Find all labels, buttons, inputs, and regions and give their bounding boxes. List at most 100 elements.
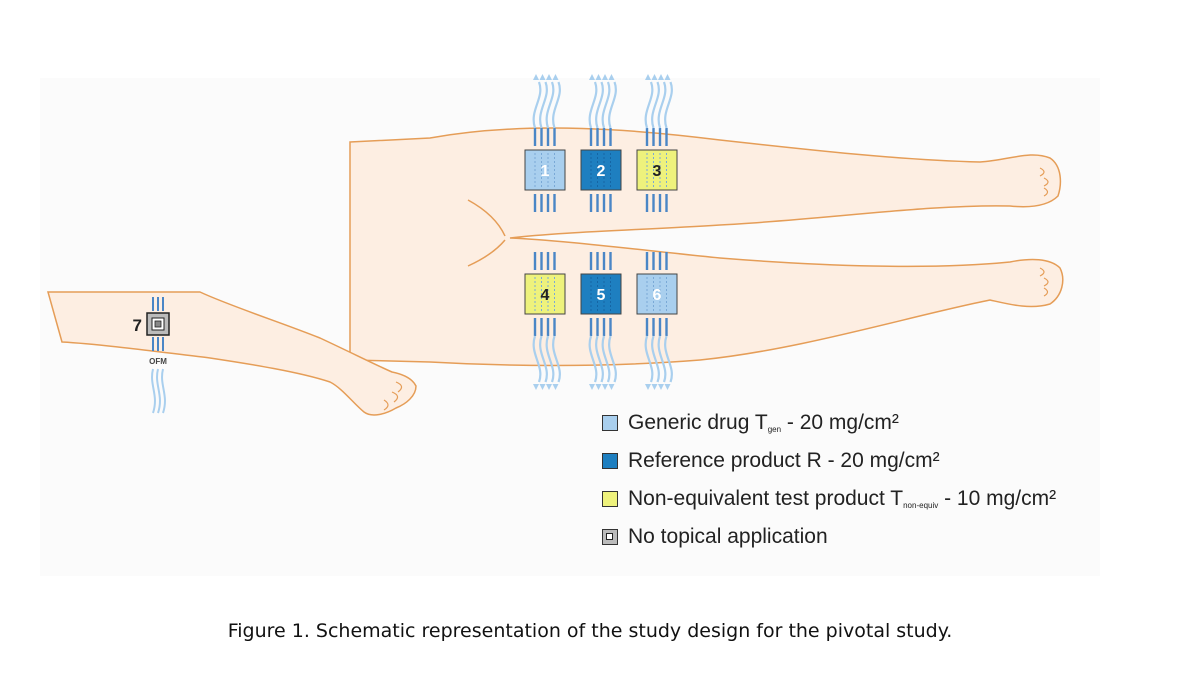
leg-inner-line-bottom <box>467 239 506 267</box>
probe-tubing <box>588 81 598 129</box>
probe-tubing <box>644 335 654 383</box>
site-square <box>580 273 622 315</box>
probe-arrow <box>589 74 595 80</box>
leg-inner-line-top <box>467 199 506 237</box>
site-probes <box>532 74 561 212</box>
toes-top <box>1039 167 1049 197</box>
probe-arrow <box>658 74 664 80</box>
probe-arrow <box>602 74 608 80</box>
probe-arrow <box>645 74 651 80</box>
probe-tubing <box>601 81 611 129</box>
probe-tubing <box>664 335 673 383</box>
legend: Generic drug Tgen - 20 mg/cm² Reference … <box>602 404 1056 556</box>
probe-tubing <box>595 335 604 383</box>
probe-tubing <box>595 81 604 129</box>
legend-swatch-generic <box>602 415 618 431</box>
probe-tubing <box>588 335 598 383</box>
probe-arrow <box>651 384 658 390</box>
legend-label-none: No topical application <box>628 525 828 548</box>
toes-bottom <box>1039 267 1049 297</box>
legend-row-none: No topical application <box>602 518 1056 556</box>
site-probes <box>588 74 617 212</box>
figure-caption: Figure 1. Schematic representation of th… <box>227 620 953 642</box>
probe-tubing <box>532 81 542 129</box>
legend-label-generic: Generic drug Tgen - 20 mg/cm² <box>628 411 899 434</box>
site-number: 4 <box>541 287 550 304</box>
probe-tubing <box>552 81 561 129</box>
application-site-2: 2 <box>580 149 622 191</box>
probe-tubing <box>651 335 660 383</box>
probe-tubing <box>601 335 611 383</box>
probe-tubing <box>532 335 542 383</box>
probe-tubing <box>539 335 548 383</box>
probe-arrow <box>608 74 615 80</box>
site-probes <box>532 252 561 390</box>
probe-arrow <box>539 74 546 80</box>
application-site-5: 5 <box>580 273 622 315</box>
probe-arrow <box>595 74 602 80</box>
probe-arrow <box>595 384 602 390</box>
site-number: 3 <box>653 163 662 180</box>
probe-tubing <box>156 368 161 414</box>
probe-tubing <box>651 81 660 129</box>
site-number: 2 <box>597 163 606 180</box>
probe-tubing <box>151 368 156 414</box>
site-number: 7 <box>133 316 142 335</box>
probe-arrow <box>552 384 559 390</box>
site-number: 1 <box>541 163 550 180</box>
legend-swatch-reference <box>602 453 618 469</box>
probe-tubing <box>657 335 667 383</box>
site-square <box>636 273 678 315</box>
probe-tubing <box>161 368 166 414</box>
application-site-1: 1 <box>524 149 566 191</box>
legend-label-nonequiv: Non-equivalent test product Tnon-equiv -… <box>628 487 1057 510</box>
site-number: 6 <box>653 287 662 304</box>
probe-arrow <box>664 384 671 390</box>
probe-arrow <box>658 384 664 390</box>
probe-arrow <box>602 384 608 390</box>
site-square <box>580 149 622 191</box>
site-square <box>524 149 566 191</box>
site-number: 5 <box>597 287 606 304</box>
legend-label-reference: Reference product R - 20 mg/cm² <box>628 449 940 472</box>
site-core <box>154 320 162 328</box>
probe-arrow <box>546 74 552 80</box>
ofm-label: OFM <box>149 357 167 366</box>
legend-row-reference: Reference product R - 20 mg/cm² <box>602 442 1056 480</box>
legend-row-generic: Generic drug Tgen - 20 mg/cm² <box>602 404 1056 442</box>
probe-arrow <box>533 384 539 390</box>
application-site-3: 3 <box>636 149 678 191</box>
probe-tubing <box>539 81 548 129</box>
probe-tubing <box>608 81 617 129</box>
probe-arrow <box>664 74 671 80</box>
fingers <box>383 381 403 411</box>
probe-tubing <box>545 81 555 129</box>
probe-tubing <box>657 81 667 129</box>
site-square <box>636 149 678 191</box>
probe-tubing <box>545 335 555 383</box>
probe-arrow <box>546 384 552 390</box>
probe-arrow <box>589 384 595 390</box>
site-probes <box>588 252 617 390</box>
application-site-4: 4 <box>524 273 566 315</box>
application-site-6: 6 <box>636 273 678 315</box>
legend-swatch-none <box>602 529 618 545</box>
probe-tubing <box>644 81 654 129</box>
probe-arrow <box>608 384 615 390</box>
site-square <box>524 273 566 315</box>
site-probes <box>644 74 673 212</box>
probe-tubing <box>664 81 673 129</box>
probe-arrow <box>533 74 539 80</box>
legend-swatch-nonequiv <box>602 491 618 507</box>
site-probes <box>644 252 673 390</box>
probe-arrow <box>651 74 658 80</box>
legend-row-nonequiv: Non-equivalent test product Tnon-equiv -… <box>602 480 1056 518</box>
probe-tubing <box>552 335 561 383</box>
probe-arrow <box>539 384 546 390</box>
probe-arrow <box>645 384 651 390</box>
probe-arrow <box>552 74 559 80</box>
probe-tubing <box>608 335 617 383</box>
arm-silhouette <box>47 291 417 416</box>
